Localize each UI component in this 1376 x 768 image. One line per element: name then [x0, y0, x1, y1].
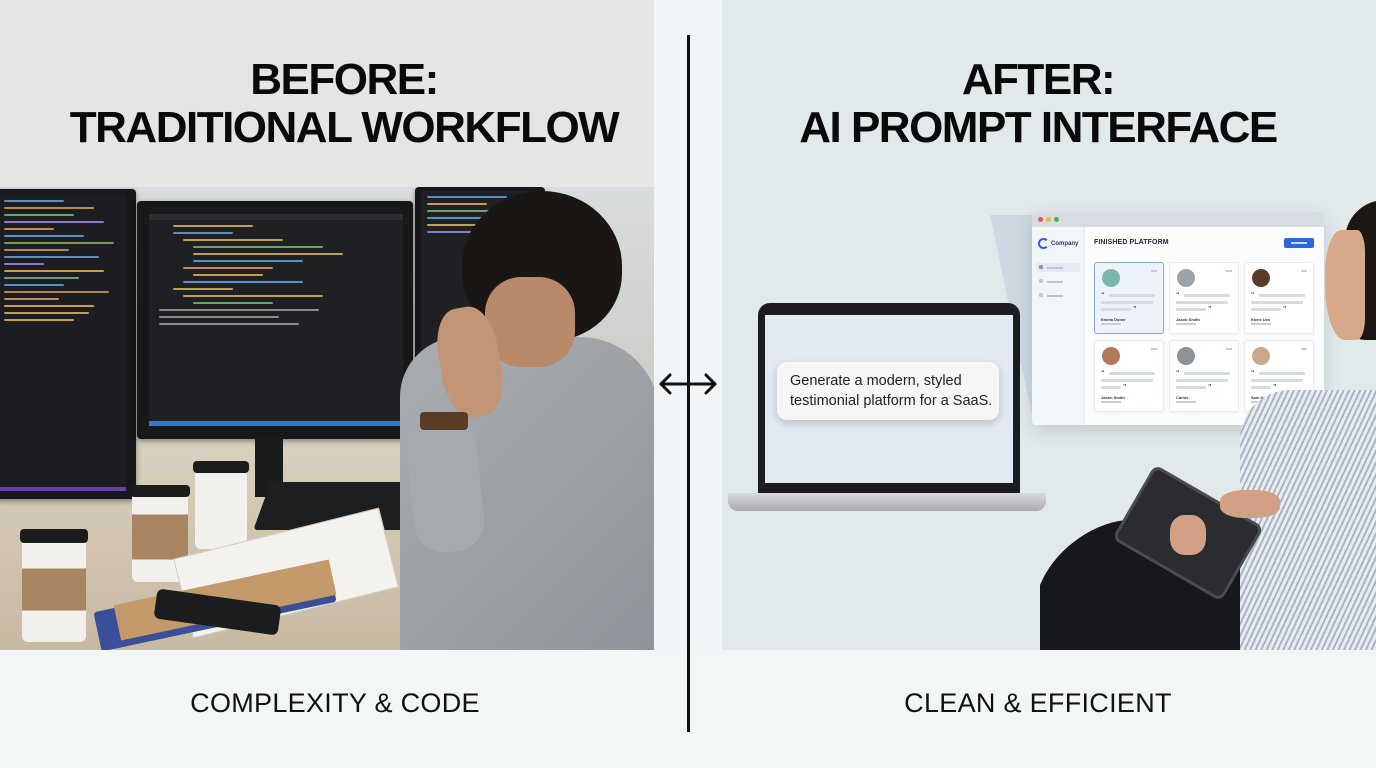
- quote-open-icon: “: [1251, 292, 1255, 299]
- card-name: Carlos: [1176, 395, 1189, 400]
- before-photo: [0, 187, 654, 650]
- coffee-lid: [20, 529, 88, 543]
- primary-action-button[interactable]: [1284, 238, 1314, 248]
- after-photo-woman: [1040, 190, 1376, 650]
- after-title-line1: AFTER:: [961, 55, 1116, 104]
- maximize-dot-icon[interactable]: [1054, 217, 1059, 222]
- sidebar-item-settings[interactable]: [1036, 291, 1080, 300]
- more-icon[interactable]: [1226, 348, 1232, 350]
- box-icon: [1039, 293, 1043, 297]
- more-icon[interactable]: [1151, 348, 1157, 350]
- avatar: [1102, 269, 1120, 287]
- more-icon[interactable]: [1151, 270, 1157, 272]
- quote-open-icon: “: [1101, 370, 1105, 377]
- coffee-cup: [195, 469, 247, 549]
- user-icon: [1039, 279, 1043, 283]
- quote-open-icon: “: [1176, 370, 1180, 377]
- before-title: BEFORE: TRADITIONAL WORKFLOW: [0, 56, 688, 152]
- testimonial-card[interactable]: “ ” Jacob Smith: [1169, 262, 1239, 334]
- woman-hand: [1170, 515, 1206, 555]
- quote-close-icon: ”: [1273, 384, 1277, 391]
- card-name: Jacob Smith: [1176, 317, 1200, 322]
- avatar: [1102, 347, 1120, 365]
- coffee-lid: [130, 485, 190, 497]
- sidebar-item-dashboard[interactable]: [1036, 263, 1080, 272]
- quote-open-icon: “: [1101, 292, 1105, 299]
- coffee-lid: [193, 461, 249, 473]
- avatar: [1252, 347, 1270, 365]
- testimonial-card[interactable]: “ ” Emma Doner: [1094, 262, 1164, 334]
- more-icon[interactable]: [1301, 348, 1307, 350]
- after-caption: CLEAN & EFFICIENT: [904, 688, 1172, 718]
- laptop-base: [728, 493, 1046, 511]
- left-header-background: [0, 0, 654, 187]
- quote-close-icon: ”: [1283, 306, 1287, 313]
- quote-close-icon: ”: [1208, 306, 1212, 313]
- wristwatch: [420, 412, 468, 430]
- quote-close-icon: ”: [1133, 306, 1137, 313]
- quote-open-icon: “: [1176, 292, 1180, 299]
- window-titlebar: [1032, 212, 1324, 227]
- quote-open-icon: “: [1251, 370, 1255, 377]
- before-title-line1: BEFORE:: [250, 55, 439, 104]
- woman-face: [1325, 230, 1365, 340]
- code-editor-screen: [149, 214, 403, 426]
- woman-shirt: [1240, 390, 1376, 650]
- before-caption: COMPLEXITY & CODE: [190, 688, 480, 718]
- more-icon[interactable]: [1301, 270, 1307, 272]
- monitor-left: [0, 189, 136, 499]
- more-icon[interactable]: [1226, 270, 1232, 272]
- ai-prompt-bubble[interactable]: Generate a modern, styled testimonial pl…: [777, 362, 999, 420]
- prompt-line2: testimonial platform for a SaaS.: [790, 393, 993, 409]
- close-dot-icon[interactable]: [1038, 217, 1043, 222]
- card-name: Sam Kim: [1251, 395, 1269, 400]
- coffee-cup: [22, 537, 86, 642]
- company-logo: Company: [1038, 238, 1078, 249]
- avatar: [1177, 269, 1195, 287]
- avatar: [1177, 347, 1195, 365]
- finished-platform-window: Company FINISHED PLATFORM “ ” Emma Doner…: [1032, 212, 1324, 425]
- sidebar-item-users[interactable]: [1036, 277, 1080, 286]
- woman-hand: [1220, 490, 1280, 518]
- testimonial-card[interactable]: “ ” Carlos: [1169, 340, 1239, 412]
- card-name: Jason Smith: [1101, 395, 1125, 400]
- person-face: [485, 277, 575, 367]
- app-page-title: FINISHED PLATFORM: [1094, 239, 1169, 246]
- logo-icon: [1038, 238, 1049, 249]
- after-title-line2: AI PROMPT INTERFACE: [799, 103, 1278, 152]
- quote-close-icon: ”: [1208, 384, 1212, 391]
- testimonial-card[interactable]: “ ” Ebele Uzo: [1244, 262, 1314, 334]
- after-title: AFTER: AI PROMPT INTERFACE: [700, 56, 1376, 152]
- app-sidebar: Company: [1032, 227, 1085, 425]
- double-arrow-icon: [659, 373, 717, 395]
- card-name: Ebele Uzo: [1251, 317, 1271, 322]
- home-icon: [1039, 265, 1043, 269]
- before-title-line2: TRADITIONAL WORKFLOW: [69, 103, 620, 152]
- avatar: [1252, 269, 1270, 287]
- minimize-dot-icon[interactable]: [1046, 217, 1051, 222]
- quote-close-icon: ”: [1123, 384, 1127, 391]
- card-name: Emma Doner: [1101, 317, 1126, 322]
- monitor-center: [137, 201, 413, 439]
- testimonial-card[interactable]: “ ” Jason Smith: [1094, 340, 1164, 412]
- prompt-line1: Generate a modern, styled: [790, 373, 962, 389]
- code-screen: [0, 195, 126, 491]
